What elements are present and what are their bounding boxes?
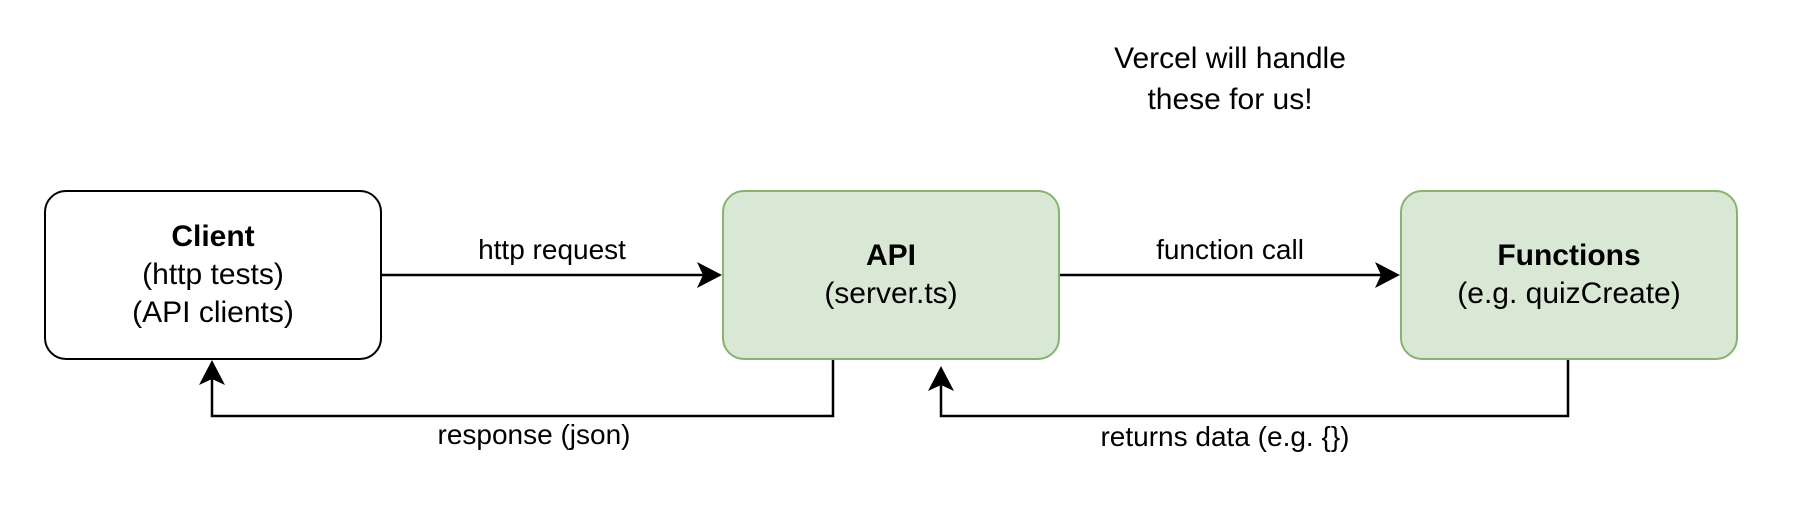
vercel-note-line-1: Vercel will handle: [1114, 42, 1346, 75]
functions-title: Functions: [1497, 239, 1641, 272]
functions-subtitle: (e.g. quizCreate): [1457, 277, 1681, 310]
vercel-note: Vercel will handle these for us!: [1040, 38, 1420, 120]
edge-response: [210, 360, 835, 418]
api-node: API (server.ts): [722, 190, 1060, 360]
edge-returns: [939, 360, 1570, 418]
functions-node: Functions (e.g. quizCreate): [1400, 190, 1738, 360]
function-call-label: function call: [1156, 234, 1304, 265]
client-node: Client (http tests) (API clients): [44, 190, 382, 360]
response-label: response (json): [424, 418, 644, 452]
arrowhead-function-call: [1375, 262, 1400, 288]
returns-data-label: returns data (e.g. {}): [1080, 420, 1370, 454]
http-request-label: http request: [478, 234, 626, 265]
arrowhead-http-request: [697, 262, 722, 288]
vercel-note-line-2: these for us!: [1147, 83, 1313, 116]
client-subtitle-1: (http tests): [142, 258, 284, 291]
arrowhead-response: [199, 360, 225, 385]
arrowhead-returns: [928, 366, 954, 391]
client-subtitle-2: (API clients): [132, 296, 294, 329]
client-title: Client: [171, 220, 255, 253]
api-title: API: [865, 239, 916, 272]
api-subtitle: (server.ts): [824, 277, 958, 310]
